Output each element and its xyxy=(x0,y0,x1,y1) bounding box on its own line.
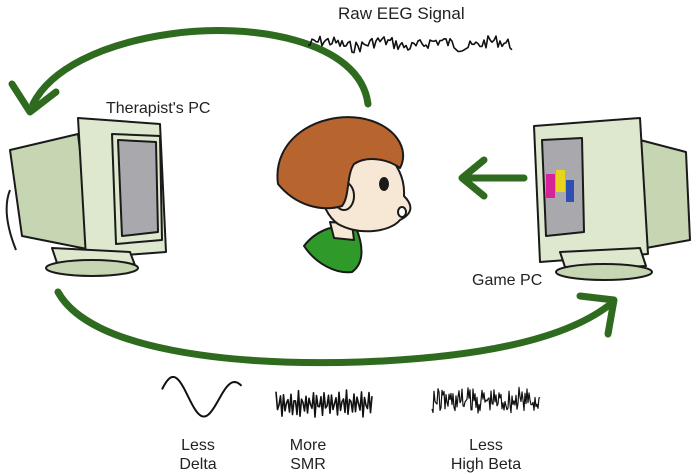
therapist-pc-label: Therapist's PC xyxy=(106,100,211,117)
band-label-smr: More SMR xyxy=(248,436,368,474)
smr-waveform xyxy=(275,389,373,418)
high-beta-waveform xyxy=(431,386,541,414)
band-delta-line1: Less xyxy=(181,437,215,454)
band-label-high-beta: Less High Beta xyxy=(426,436,546,474)
game-monitor-icon xyxy=(533,117,691,281)
band-smr-line2: SMR xyxy=(290,456,326,473)
band-delta-line2: Delta xyxy=(179,456,217,473)
raw-eeg-waveform xyxy=(307,35,513,54)
top-arc-arrowhead xyxy=(8,80,60,116)
child-head-icon xyxy=(276,116,412,274)
top-arc-arrow xyxy=(29,27,372,108)
bottom-arc-arrow xyxy=(54,288,612,367)
band-label-delta: Less Delta xyxy=(138,436,258,474)
band-beta-line2: High Beta xyxy=(450,456,522,473)
band-beta-line1: Less xyxy=(469,437,503,454)
raw-eeg-signal-title: Raw EEG Signal xyxy=(338,4,465,23)
game-to-child-arrowhead xyxy=(458,156,488,200)
therapist-monitor-icon xyxy=(5,117,167,277)
band-smr-line1: More xyxy=(289,437,327,454)
bottom-arc-arrowhead xyxy=(576,292,618,338)
delta-waveform xyxy=(161,376,243,418)
game-pc-label: Game PC xyxy=(472,272,543,289)
